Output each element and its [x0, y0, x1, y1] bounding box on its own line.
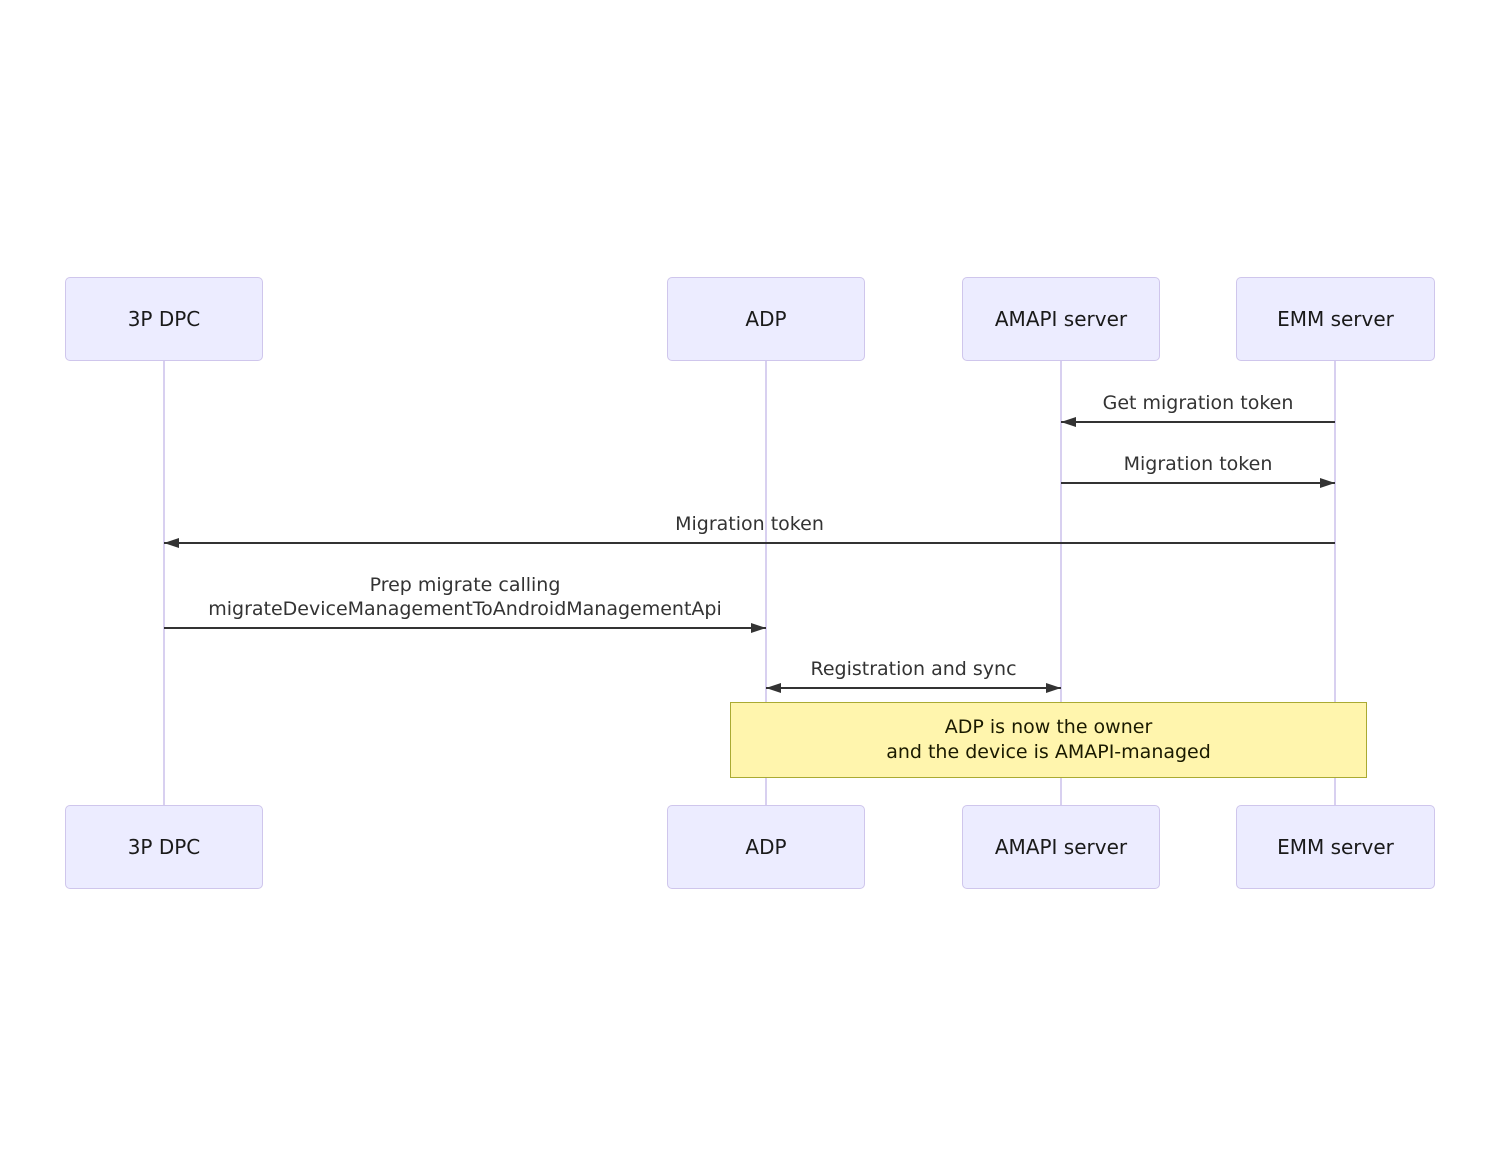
- message-label: Migration token: [675, 513, 824, 535]
- actor-box-3p-dpc-top: 3P DPC: [65, 277, 263, 361]
- message-label: Migration token: [1123, 453, 1273, 475]
- message-migration-token-to-dpc: Migration token: [164, 513, 1335, 548]
- message-line: [164, 627, 766, 629]
- actor-label-adp: ADP: [745, 835, 787, 859]
- actor-label-3p-dpc: 3P DPC: [127, 835, 201, 859]
- lifeline-amapi-server: [1060, 361, 1062, 805]
- actor-box-amapi-server-top: AMAPI server: [962, 277, 1160, 361]
- message-prep-migrate: Prep migrate calling migrateDeviceManage…: [164, 574, 766, 633]
- message-line: [766, 687, 1061, 689]
- arrowhead-left-icon: [766, 683, 781, 693]
- actor-box-adp-bottom: ADP: [667, 805, 865, 889]
- arrowhead-right-icon: [1046, 683, 1061, 693]
- message-line: [1061, 482, 1335, 484]
- message-registration-and-sync: Registration and sync: [766, 658, 1061, 693]
- actor-label-amapi-server: AMAPI server: [994, 835, 1128, 859]
- message-label: Prep migrate calling migrateDeviceManage…: [208, 574, 722, 620]
- message-label: Registration and sync: [810, 658, 1017, 680]
- note-adp-owner: ADP is now the owner and the device is A…: [730, 702, 1367, 778]
- actor-box-emm-server-top: EMM server: [1236, 277, 1435, 361]
- message-migration-token-to-emm: Migration token: [1061, 453, 1335, 488]
- actor-label-3p-dpc: 3P DPC: [127, 307, 201, 331]
- actor-label-amapi-server: AMAPI server: [994, 307, 1128, 331]
- message-line: [164, 542, 1335, 544]
- actor-label-emm-server: EMM server: [1277, 307, 1394, 331]
- message-line: [1061, 421, 1335, 423]
- arrowhead-right-icon: [1320, 478, 1335, 488]
- message-label: Get migration token: [1102, 392, 1294, 414]
- actor-box-amapi-server-bottom: AMAPI server: [962, 805, 1160, 889]
- lifeline-emm-server: [1334, 361, 1336, 805]
- lifeline-adp: [765, 361, 767, 805]
- actor-box-emm-server-bottom: EMM server: [1236, 805, 1435, 889]
- actor-box-adp-top: ADP: [667, 277, 865, 361]
- actor-label-emm-server: EMM server: [1277, 835, 1394, 859]
- actor-label-adp: ADP: [745, 307, 787, 331]
- message-get-migration-token: Get migration token: [1061, 392, 1335, 427]
- arrowhead-left-icon: [164, 538, 179, 548]
- arrowhead-left-icon: [1061, 417, 1076, 427]
- note-text: ADP is now the owner and the device is A…: [886, 716, 1211, 763]
- lifeline-3p-dpc: [163, 361, 165, 805]
- actor-box-3p-dpc-bottom: 3P DPC: [65, 805, 263, 889]
- arrowhead-right-icon: [751, 623, 766, 633]
